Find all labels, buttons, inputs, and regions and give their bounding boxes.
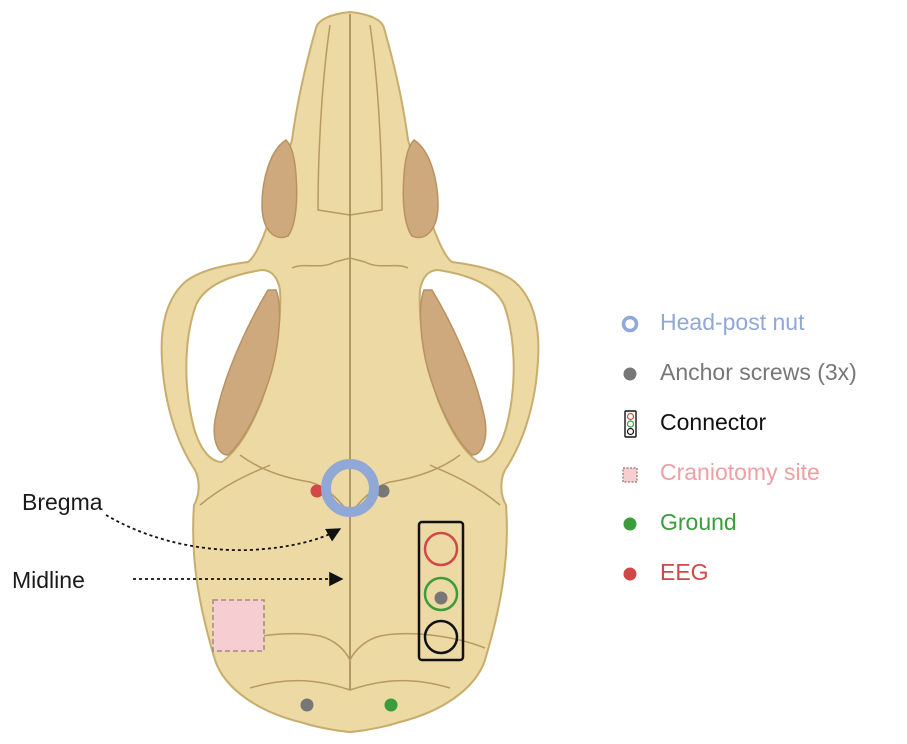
craniotomy-site	[213, 600, 264, 651]
legend-label-connector: Connector	[660, 408, 766, 436]
ring-icon	[618, 310, 646, 338]
dot-icon	[618, 360, 646, 388]
legend-label-head-post: Head-post nut	[660, 308, 804, 336]
legend-label-ground: Ground	[660, 508, 737, 536]
right-orbital	[403, 140, 438, 238]
legend-item-craniotomy: Craniotomy site	[618, 456, 903, 506]
dot-icon	[618, 510, 646, 538]
legend-label-craniotomy: Craniotomy site	[660, 458, 820, 486]
anchor-screw-connector	[435, 592, 448, 605]
midline-label: Midline	[12, 566, 85, 594]
legend: Head-post nut Anchor screws (3x) Connect…	[618, 306, 903, 606]
legend-label-eeg: EEG	[660, 558, 709, 586]
dashed-square-icon	[618, 460, 646, 488]
legend-item-ground: Ground	[618, 506, 903, 556]
legend-item-eeg: EEG	[618, 556, 903, 606]
legend-item-connector: Connector	[618, 406, 903, 456]
legend-label-anchor: Anchor screws (3x)	[660, 358, 857, 386]
anchor-screw-posterior	[301, 699, 314, 712]
dot-icon	[618, 560, 646, 588]
ground-electrode	[385, 699, 398, 712]
legend-item-anchor: Anchor screws (3x)	[618, 356, 903, 406]
connector-icon	[618, 410, 646, 438]
bregma-label: Bregma	[22, 488, 103, 516]
legend-item-head-post: Head-post nut	[618, 306, 903, 356]
left-orbital	[262, 140, 297, 238]
